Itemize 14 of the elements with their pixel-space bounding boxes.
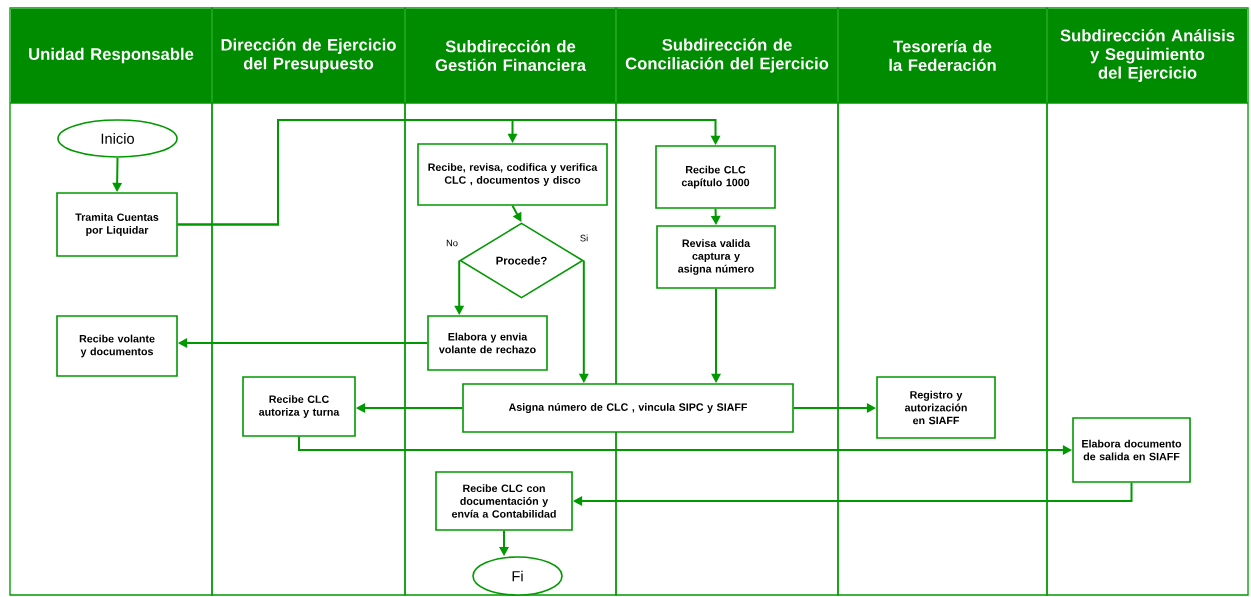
process-box: Registro y autorización en SIAFF: [876, 376, 996, 439]
process-box: Elabora y envia volante de rechazo: [427, 315, 548, 371]
process-box: Elabora documento de salida en SIAFF: [1072, 417, 1191, 483]
process-box: Recibe CLC capítulo 1000: [655, 145, 776, 209]
edge-label: No: [444, 238, 460, 248]
process-box: Recibe CLC con documentación y envía a Contabilidad: [435, 471, 573, 531]
process-box: Recibe, revisa, codifica y verifica CLC , documentos y disco: [417, 143, 608, 206]
process-box: Asigna número de CLC , vincula SIPC y SIAFF: [462, 383, 794, 433]
process-box: Recibe CLC autoriza y turna: [242, 376, 356, 437]
process-box: Revisa valida captura y asigna número: [656, 225, 776, 289]
process-box: Tramita Cuentas por Liquidar: [56, 192, 178, 257]
node-label: Fi: [512, 570, 523, 582]
process-box: Recibe volante y documentos: [56, 315, 178, 377]
arrow: [176, 119, 721, 226]
